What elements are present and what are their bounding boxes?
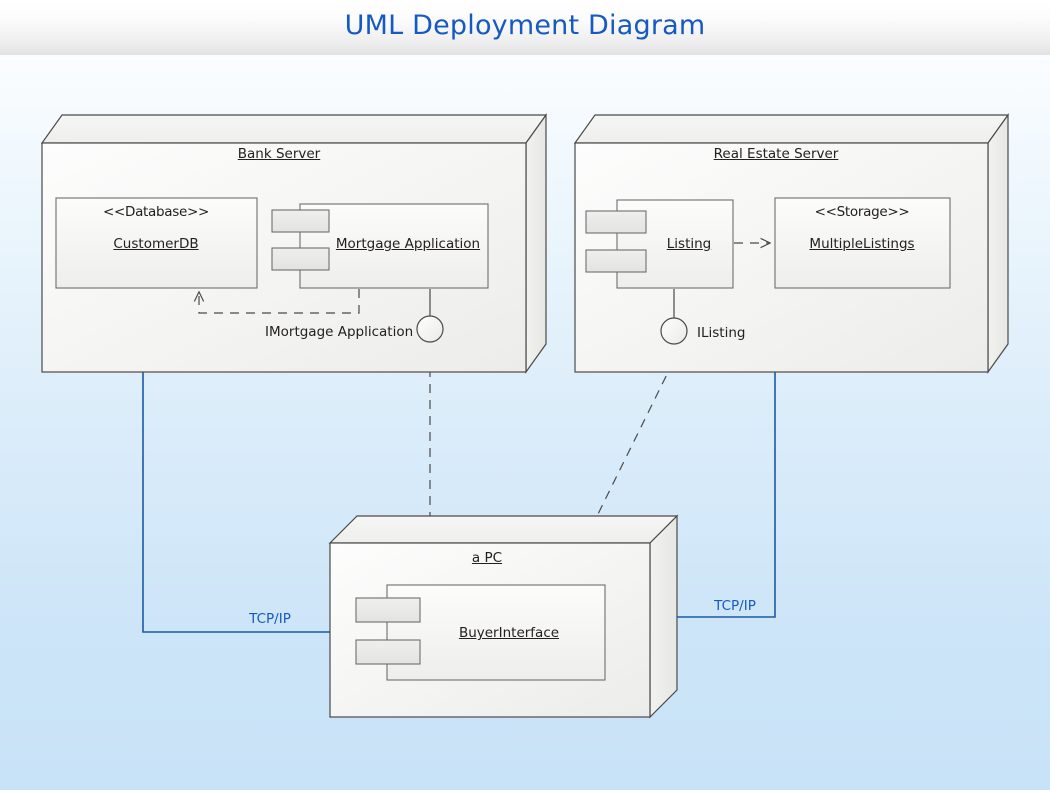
node-label-bank-server: Bank Server [237,146,321,162]
component-icon-listing [585,210,647,273]
component-multiple-listings[interactable] [774,197,951,289]
component-label-listing: Listing [666,236,712,252]
interface-label-imortgage-application: IMortgage Application [265,324,414,340]
component-icon-buyer-interface [355,597,421,665]
component-label-mortgage-application: Mortgage Application [335,236,481,252]
interface-imortgage-application[interactable] [416,289,444,343]
component-label-multiple-listings: MultipleListings [809,236,915,252]
interface-ilisting[interactable] [660,289,688,345]
component-listing[interactable] [585,199,734,289]
dependency-mortgage-to-customerdb [199,289,360,314]
component-label-buyer-interface: BuyerInterface [458,625,560,641]
connection-realestate-to-pc[interactable] [660,372,776,618]
stereotype-multiple-listings: <<Storage>> [814,204,910,220]
component-buyer-interface[interactable] [355,584,606,681]
node-label-a-pc: a PC [471,550,503,566]
component-label-customer-db: CustomerDB [113,236,199,252]
component-customer-db[interactable] [55,197,258,289]
header-bar [0,0,1050,55]
page-title: UML Deployment Diagram [344,10,706,41]
component-mortgage-application[interactable] [271,203,489,289]
node-label-real-estate-server: Real Estate Server [713,146,839,162]
connection-bank-to-pc[interactable] [142,372,332,633]
stereotype-customer-db: <<Database>> [102,204,210,220]
connection-label-tcpip-right: TCP/IP [714,598,756,614]
interface-label-ilisting: IListing [697,325,746,341]
component-icon-mortgage-application [271,209,330,271]
dependency-buyer-to-ilisting [562,348,680,586]
connection-label-tcpip-left: TCP/IP [249,611,291,627]
